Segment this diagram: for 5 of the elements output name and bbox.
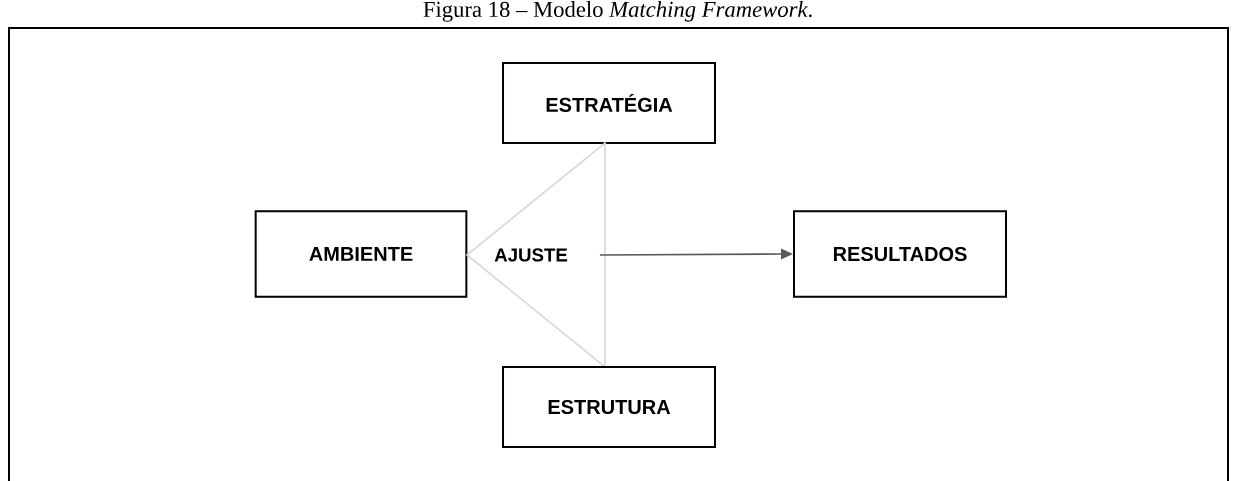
process-box: RESULTADOS: [793, 210, 1007, 298]
process-box: AMBIENTE: [254, 210, 468, 298]
process-box: ESTRUTURA: [502, 366, 716, 448]
figure-title: Figura 18 – Modelo Matching Framework.: [423, 1, 812, 22]
process-box: ESTRATÉGIA: [502, 62, 716, 144]
